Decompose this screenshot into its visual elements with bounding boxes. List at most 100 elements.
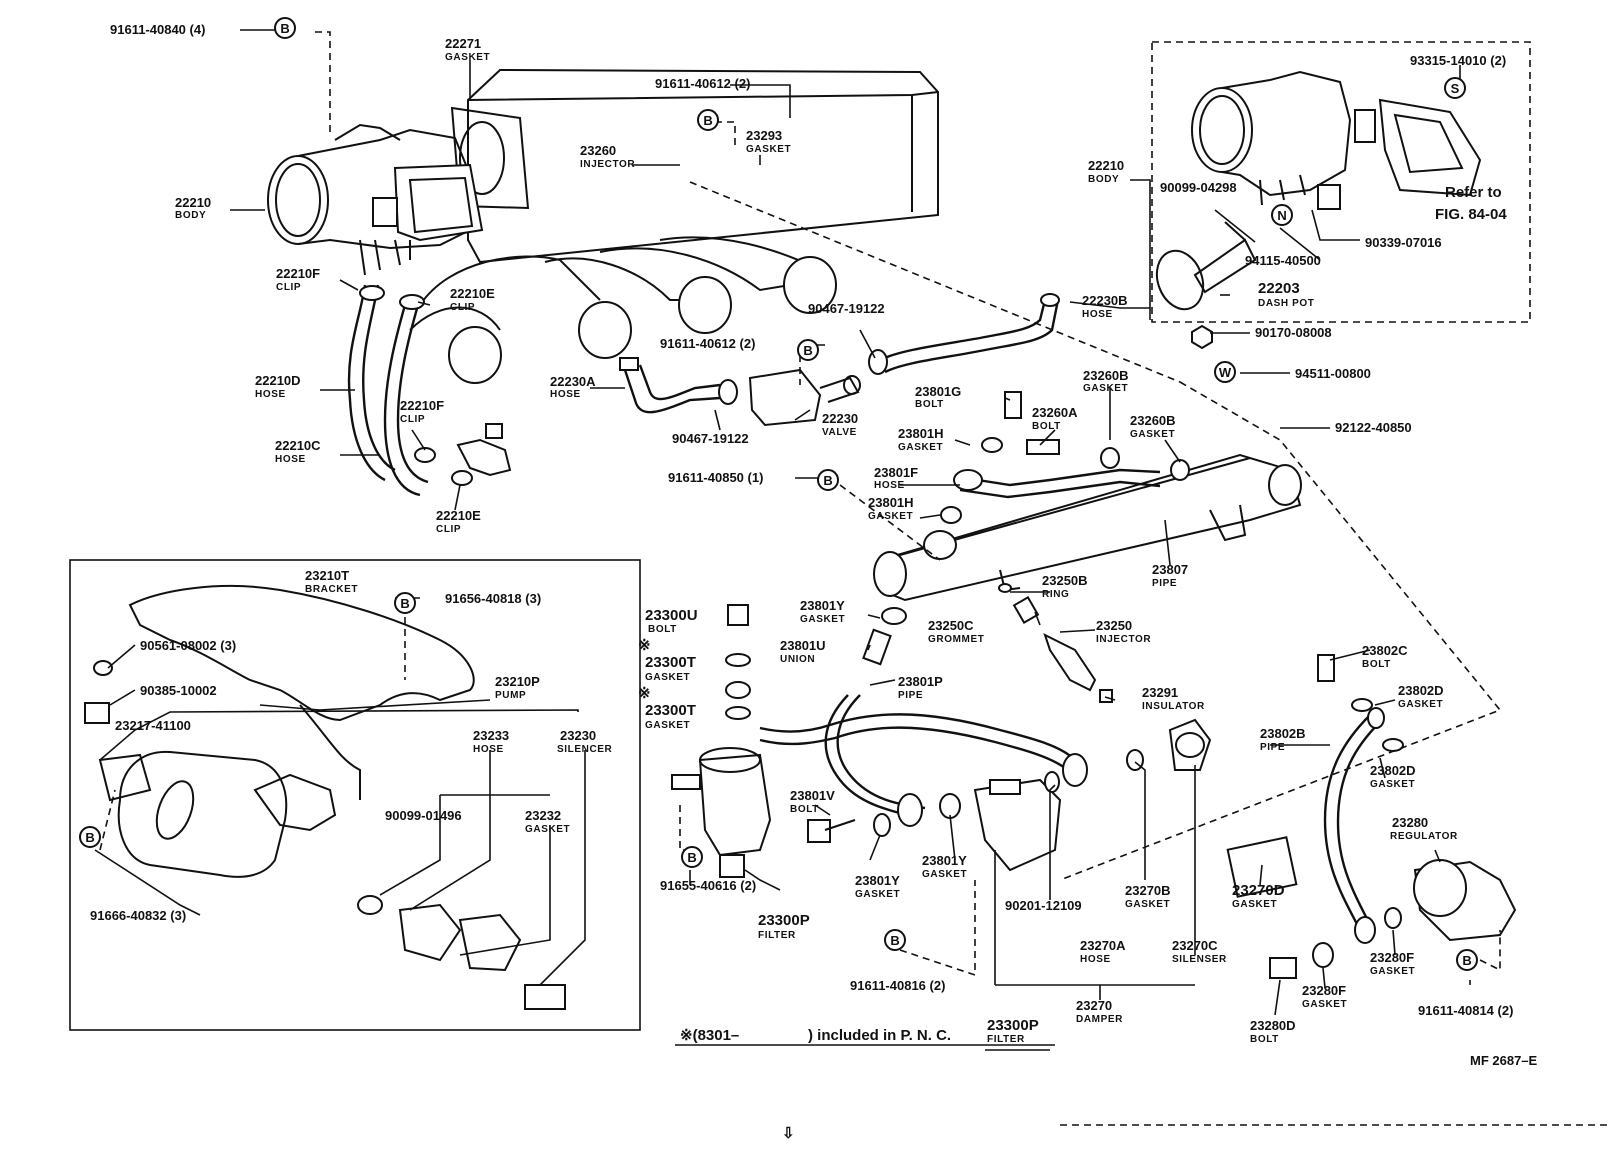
continue-arrow-icon: ⇩ [782, 1125, 795, 1142]
svg-text:22230B: 22230B [1082, 293, 1128, 308]
svg-text:91611-40814 (2): 91611-40814 (2) [1418, 1003, 1513, 1018]
svg-text:GASKET: GASKET [855, 889, 900, 900]
callout-b-3: B [797, 339, 819, 361]
svg-text:23270A: 23270A [1080, 938, 1126, 953]
svg-text:FILTER: FILTER [758, 930, 796, 941]
svg-text:22203: 22203 [1258, 280, 1300, 297]
svg-text:23801Y: 23801Y [855, 873, 900, 888]
part-label: 91611-40814 (2) [1418, 1003, 1513, 1018]
svg-text:23291: 23291 [1142, 685, 1178, 700]
svg-text:GASKET: GASKET [868, 511, 913, 522]
svg-text:GROMMET: GROMMET [928, 634, 984, 645]
svg-text:90561-08002 (3): 90561-08002 (3) [140, 638, 236, 653]
svg-text:23260A: 23260A [1032, 405, 1078, 420]
part-label: 90561-08002 (3) [140, 638, 236, 653]
figure-code: MF 2687–E [1470, 1053, 1538, 1068]
svg-text:23802D: 23802D [1398, 683, 1444, 698]
svg-text:23801G: 23801G [915, 384, 961, 399]
svg-text:GASKET: GASKET [1370, 966, 1415, 977]
svg-text:GASKET: GASKET [1232, 899, 1277, 910]
svg-text:B: B [823, 473, 832, 488]
svg-text:GASKET: GASKET [922, 869, 967, 880]
svg-text:90467-19122: 90467-19122 [808, 301, 885, 316]
svg-text:GASKET: GASKET [1083, 383, 1128, 394]
throttle-body-drawing [267, 123, 484, 276]
svg-text:23807: 23807 [1152, 562, 1188, 577]
svg-text:22271: 22271 [445, 36, 481, 51]
svg-text:GASKET: GASKET [1370, 779, 1415, 790]
part-label: 90467-19122 [808, 301, 885, 316]
svg-text:91666-40832 (3): 91666-40832 (3) [90, 908, 186, 923]
svg-text:23801Y: 23801Y [800, 598, 845, 613]
svg-text:93315-14010 (2): 93315-14010 (2) [1410, 53, 1506, 68]
svg-text:90385-10002: 90385-10002 [140, 683, 217, 698]
svg-text:22230A: 22230A [550, 374, 596, 389]
svg-text:22210: 22210 [1088, 158, 1124, 173]
svg-text:22210: 22210 [175, 195, 211, 210]
svg-text:23280F: 23280F [1302, 983, 1346, 998]
svg-text:GASKET: GASKET [645, 672, 690, 683]
svg-text:23250B: 23250B [1042, 573, 1088, 588]
svg-text:23801H: 23801H [898, 426, 944, 441]
svg-text:23250C: 23250C [928, 618, 974, 633]
svg-text:91611-40612 (2): 91611-40612 (2) [660, 336, 755, 351]
svg-text:23300P: 23300P [987, 1017, 1039, 1034]
svg-text:22230: 22230 [822, 411, 858, 426]
callout-b-9: B [1456, 949, 1478, 971]
part-label: 91666-40832 (3) [90, 908, 186, 923]
svg-text:GASKET: GASKET [898, 442, 943, 453]
svg-text:※: ※ [638, 637, 651, 654]
svg-text:23300T: 23300T [645, 654, 696, 671]
part-label: 92122-40850 [1335, 420, 1412, 435]
svg-text:VALVE: VALVE [822, 427, 857, 438]
fuel-hose-drawing [940, 391, 1190, 524]
svg-text:Refer to: Refer to [1445, 184, 1502, 201]
svg-text:23280F: 23280F [1370, 950, 1414, 965]
svg-text:FIG. 84-04: FIG. 84-04 [1435, 206, 1507, 223]
part-label: 94511-00800 [1295, 366, 1371, 381]
part-label: 91611-40612 (2) [655, 76, 750, 91]
callout-b-2: B [697, 109, 719, 131]
part-label: 91611-40612 (2) [660, 336, 755, 351]
refer-note: Refer to FIG. 84-04 [1435, 184, 1507, 223]
callout-b-7: B [681, 846, 703, 868]
svg-text:W: W [1219, 365, 1232, 380]
svg-text:23801U: 23801U [780, 638, 826, 653]
svg-text:23233: 23233 [473, 728, 509, 743]
drawing-layer [69, 29, 1608, 1126]
part-label: 94115-40500 [1245, 253, 1321, 268]
svg-text:23801Y: 23801Y [922, 853, 967, 868]
svg-text:GASKET: GASKET [746, 144, 791, 155]
svg-text:⇩: ⇩ [782, 1125, 795, 1142]
svg-text:PUMP: PUMP [495, 690, 526, 701]
svg-text:23801F: 23801F [874, 465, 918, 480]
svg-text:※(8301–: ※(8301– [680, 1027, 739, 1044]
svg-text:HOSE: HOSE [473, 744, 504, 755]
